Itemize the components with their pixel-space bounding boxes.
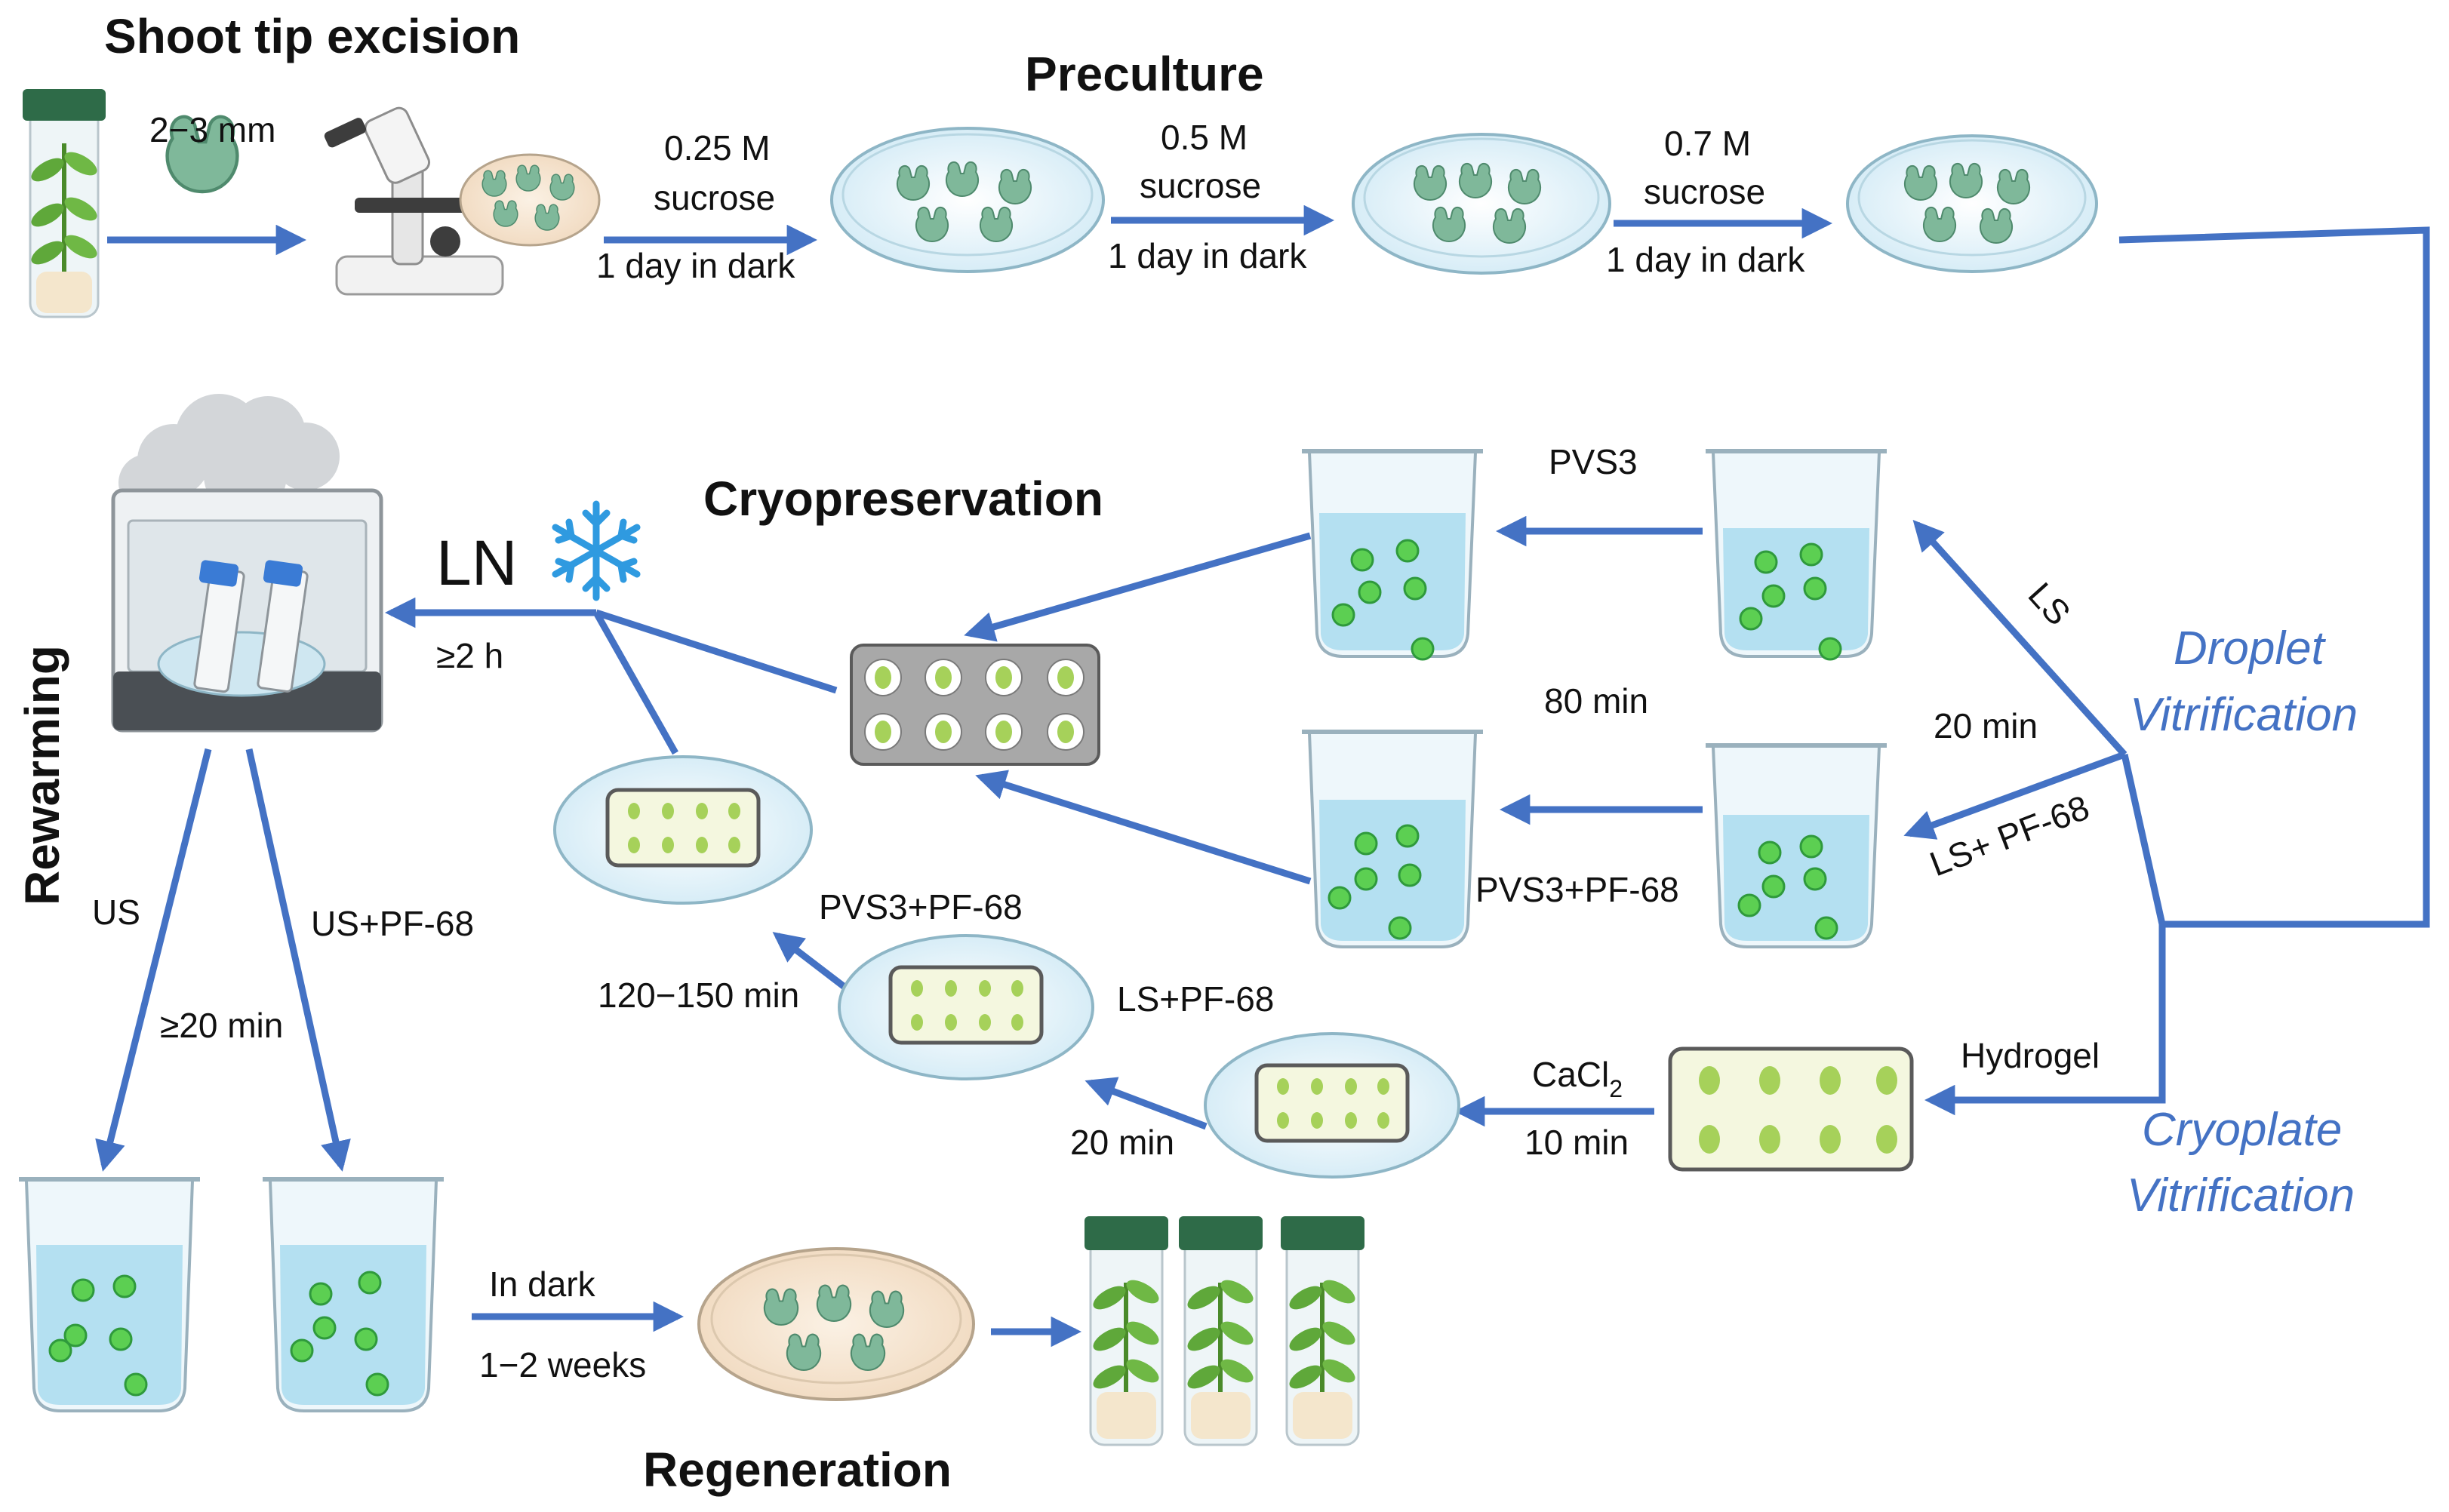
label-sucrose-025-time: 1 day in dark <box>596 246 795 285</box>
label-us: US <box>92 893 140 932</box>
label-pvs3-pf68-cryoplate: PVS3+PF-68 <box>819 887 1023 927</box>
beaker-us-pf68 <box>263 1177 444 1412</box>
droplet-plate <box>850 644 1100 766</box>
label-ls-pf68: LS+ PF-68 <box>1924 788 2094 884</box>
label-ln: LN <box>436 527 517 598</box>
label-sucrose-05-time: 1 day in dark <box>1108 236 1307 275</box>
snowflake-icon <box>552 500 641 601</box>
regenerated-plant-tubes <box>1085 1216 1364 1446</box>
liquid-nitrogen-cabinet <box>111 394 383 733</box>
beaker-ls-pf68 <box>1706 743 1887 948</box>
header-preculture: Preculture <box>1025 47 1264 101</box>
culture-tube-icon <box>23 89 106 318</box>
cryoplate-label: Cryoplate <box>2142 1104 2342 1156</box>
preculture-dish-2 <box>1352 133 1611 275</box>
header-regeneration: Regeneration <box>643 1443 952 1497</box>
regeneration-dish <box>697 1247 975 1401</box>
label-20-min-ls: 20 min <box>1934 706 2038 745</box>
label-sucrose-05-conc: 0.5 M <box>1161 118 1248 157</box>
label-sucrose-05-name: sucrose <box>1140 166 1261 205</box>
label-sucrose-025-name: sucrose <box>654 178 775 217</box>
header-rewarming: Rewarming <box>15 645 69 905</box>
flow-arrows <box>95 204 2430 1348</box>
microscope-icon <box>324 106 504 296</box>
label-cacl2: CaCl2 <box>1532 1055 1623 1102</box>
cryoplate-dish-cacl2 <box>1204 1032 1460 1179</box>
header-shoot-tip-excision: Shoot tip excision <box>104 9 520 63</box>
droplet-label: Droplet <box>2174 622 2327 675</box>
beaker-pvs3 <box>1302 449 1483 661</box>
label-in-dark: In dark <box>489 1265 596 1304</box>
beaker-us <box>19 1177 200 1412</box>
label-us-pf68: US+PF-68 <box>311 904 474 943</box>
label-sucrose-07-time: 1 day in dark <box>1606 240 1805 279</box>
label-120-150-min: 120−150 min <box>598 976 799 1015</box>
label-hydrogel: Hydrogel <box>1961 1036 2100 1075</box>
hydrogel-plate <box>1668 1046 1914 1172</box>
label-sucrose-07-name: sucrose <box>1644 172 1765 211</box>
preculture-dish-3 <box>1846 134 2098 273</box>
label-sucrose-07-conc: 0.7 M <box>1664 124 1751 163</box>
label-pvs3: PVS3 <box>1549 442 1638 481</box>
cryoplate-dish-ls-pf68 <box>838 934 1094 1080</box>
beaker-pvs3-pf68 <box>1302 730 1483 948</box>
excision-petri-dish <box>459 153 601 247</box>
label-ls: LS <box>2021 575 2078 633</box>
beaker-ls <box>1706 449 1887 661</box>
label-20-min-rewarming: ≥20 min <box>160 1006 283 1045</box>
label-80-min: 80 min <box>1544 681 1648 721</box>
droplet-vitrification-label: Vitrification <box>2130 689 2358 741</box>
label-1-2-weeks: 1−2 weeks <box>479 1345 646 1384</box>
label-pvs3-pf68-droplet: PVS3+PF-68 <box>1475 870 1679 909</box>
label-ln-time: ≥2 h <box>436 636 503 675</box>
label-tip-size: 2−3 mm <box>149 110 275 149</box>
cryoplate-vitrification-label: Vitrification <box>2127 1169 2355 1222</box>
preculture-dish-1 <box>830 127 1105 273</box>
label-ls-pf68-cryoplate: LS+PF-68 <box>1117 979 1274 1019</box>
label-10-min: 10 min <box>1524 1123 1629 1162</box>
header-cryopreservation: Cryopreservation <box>703 472 1103 526</box>
label-20-min-cryoplate: 20 min <box>1070 1123 1174 1162</box>
label-sucrose-025-conc: 0.25 M <box>664 128 771 167</box>
cryoplate-dish-pvs3-pf68 <box>553 755 813 905</box>
